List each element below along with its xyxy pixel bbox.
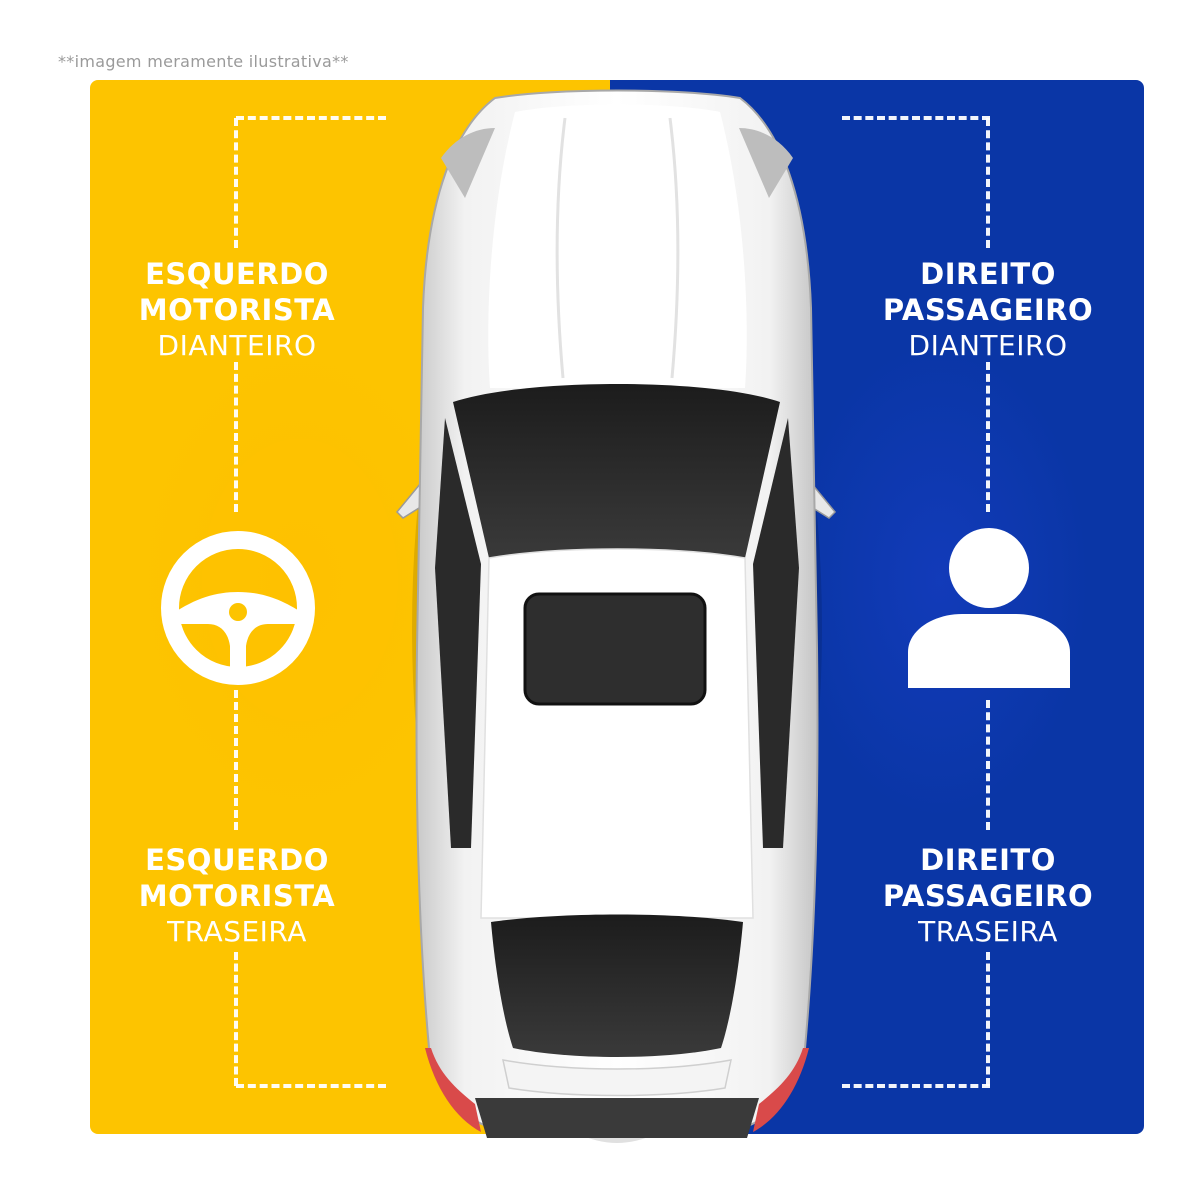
left-bracket-lower-segment <box>234 952 238 1086</box>
right-bracket-mid-segment-1 <box>986 362 990 512</box>
left-bracket-top <box>236 116 386 120</box>
front-right-label-line3: DIANTEIRO <box>908 329 1068 362</box>
person-icon <box>908 528 1070 688</box>
right-bracket-upper-segment <box>986 118 990 248</box>
front-right-label-line1: DIREITO <box>920 257 1056 291</box>
rear-left-label-line3: TRASEIRA <box>167 915 307 948</box>
right-bracket-top <box>842 116 990 120</box>
rear-right-label-line2: PASSAGEIRO <box>882 879 1094 913</box>
passenger-side-glow <box>790 340 1090 820</box>
front-left-label-line1: ESQUERDO <box>145 257 329 291</box>
rear-right-label: DIREITO PASSAGEIRO TRASEIRA <box>838 842 1138 950</box>
right-bracket-mid-segment-2 <box>986 700 990 830</box>
left-bracket-mid-segment-2 <box>234 690 238 830</box>
rear-right-label-line1: DIREITO <box>920 843 1056 877</box>
rear-left-label-line2: MOTORISTA <box>138 879 336 913</box>
rear-right-label-line3: TRASEIRA <box>918 915 1058 948</box>
rear-left-label: ESQUERDO MOTORISTA TRASEIRA <box>87 842 387 950</box>
front-left-label: ESQUERDO MOTORISTA DIANTEIRO <box>87 256 387 364</box>
right-bracket-lower-segment <box>986 952 990 1086</box>
front-right-label: DIREITO PASSAGEIRO DIANTEIRO <box>838 256 1138 364</box>
disclaimer-text: **imagem meramente ilustrativa** <box>58 52 349 71</box>
front-left-label-line3: DIANTEIRO <box>157 329 317 362</box>
steering-wheel-icon <box>161 531 315 685</box>
front-left-label-line2: MOTORISTA <box>138 293 336 327</box>
left-bracket-bottom <box>236 1084 386 1088</box>
left-bracket-upper-segment <box>234 118 238 248</box>
right-bracket-bottom <box>842 1084 990 1088</box>
front-right-label-line2: PASSAGEIRO <box>882 293 1094 327</box>
car-top-view <box>395 89 837 1143</box>
rear-left-label-line1: ESQUERDO <box>145 843 329 877</box>
left-bracket-mid-segment-1 <box>234 362 238 512</box>
